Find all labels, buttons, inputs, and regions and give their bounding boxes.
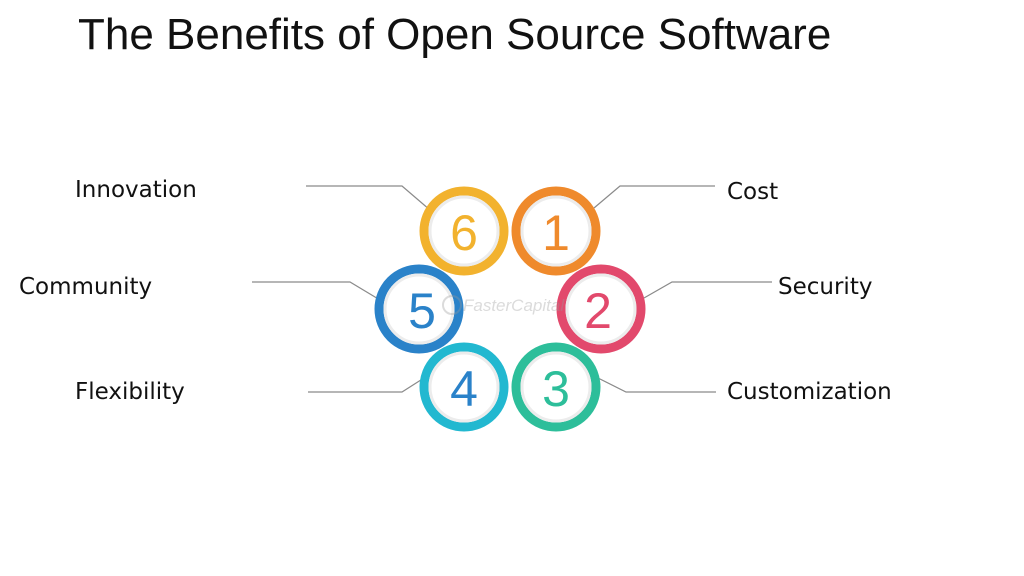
watermark-logo-icon	[442, 295, 462, 315]
label-flexibility: Flexibility	[75, 379, 185, 405]
circle-5-number: 5	[408, 283, 436, 339]
connector-lines	[252, 185, 772, 393]
circle-2-number: 2	[584, 283, 612, 339]
circle-5: 5	[374, 264, 464, 354]
connector-flexibility	[308, 377, 425, 393]
label-customization: Customization	[727, 379, 892, 405]
connector-innovation	[306, 185, 431, 211]
circle-6: 6	[419, 186, 509, 276]
circle-3-number: 3	[542, 361, 570, 417]
connector-community	[252, 281, 381, 301]
circle-1-number: 1	[542, 205, 570, 261]
connector-customization	[597, 377, 716, 393]
watermark: FasterCapital	[442, 295, 565, 315]
label-innovation: Innovation	[75, 177, 197, 203]
watermark-text: FasterCapital	[463, 296, 565, 315]
circle-4-number: 4	[450, 361, 478, 417]
connector-cost	[593, 185, 715, 209]
label-cost: Cost	[727, 179, 779, 205]
label-community: Community	[19, 274, 153, 300]
circle-1: 1	[511, 186, 601, 276]
label-security: Security	[778, 274, 873, 300]
circle-6-number: 6	[450, 205, 478, 261]
circle-3: 3	[511, 342, 601, 432]
slide-title: The Benefits of Open Source Software	[78, 10, 832, 59]
connector-security	[643, 281, 772, 299]
circle-4: 4	[419, 342, 509, 432]
circle-2: 2	[556, 264, 646, 354]
